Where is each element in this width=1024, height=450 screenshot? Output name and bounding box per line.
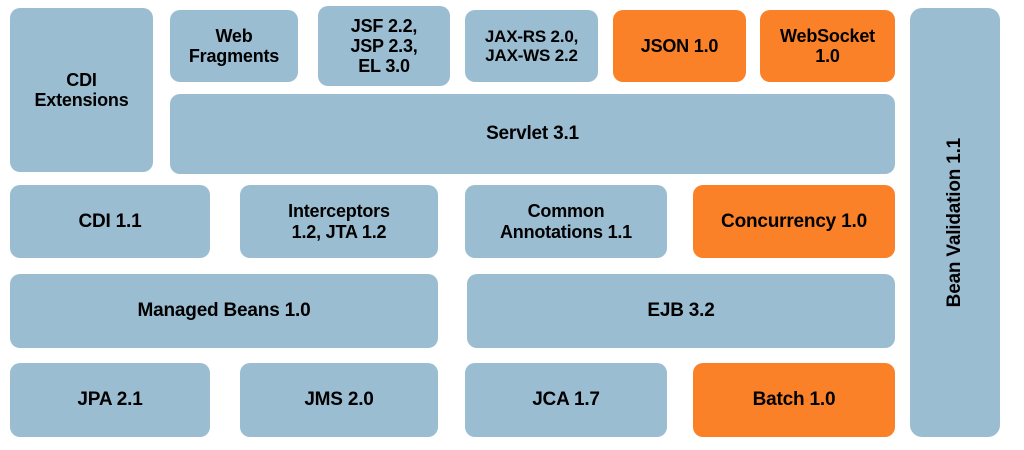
spec-box-managed-beans: Managed Beans 1.0 [10, 274, 438, 348]
spec-box-jca: JCA 1.7 [465, 363, 667, 437]
spec-box-label-common-annotations: Common Annotations 1.1 [499, 201, 632, 242]
spec-box-label-jpa: JPA 2.1 [77, 389, 143, 411]
spec-box-label-websocket: WebSocket 1.0 [780, 25, 875, 66]
spec-box-label-ejb: EJB 3.2 [647, 300, 715, 322]
spec-box-label-managed-beans: Managed Beans 1.0 [137, 300, 311, 322]
spec-box-label-servlet: Servlet 3.1 [486, 123, 579, 145]
spec-box-jsf-jsp-el: JSF 2.2, JSP 2.3, EL 3.0 [318, 6, 450, 86]
spec-box-label-bean-validation: Bean Validation 1.1 [944, 137, 966, 308]
spec-box-label-cdi: CDI 1.1 [78, 210, 142, 232]
spec-box-json: JSON 1.0 [613, 10, 746, 82]
spec-box-interceptors-jta: Interceptors 1.2, JTA 1.2 [240, 185, 438, 258]
spec-box-concurrency: Concurrency 1.0 [693, 185, 895, 258]
spec-box-label-web-fragments: Web Fragments [188, 25, 280, 66]
spec-box-label-json: JSON 1.0 [640, 35, 719, 56]
spec-box-label-jca: JCA 1.7 [532, 389, 600, 411]
spec-box-label-interceptors-jta: Interceptors 1.2, JTA 1.2 [288, 201, 390, 242]
spec-box-batch: Batch 1.0 [693, 363, 895, 437]
spec-box-label-jsf-jsp-el: JSF 2.2, JSP 2.3, EL 3.0 [350, 15, 418, 77]
spec-box-label-jaxrs-jaxws: JAX-RS 2.0, JAX-WS 2.2 [484, 26, 579, 65]
spec-box-jpa: JPA 2.1 [10, 363, 210, 437]
spec-box-label-jms: JMS 2.0 [304, 389, 374, 411]
spec-box-cdi-extensions: CDI Extensions [10, 8, 153, 172]
spec-box-label-concurrency: Concurrency 1.0 [721, 210, 867, 232]
spec-box-label-cdi-extensions: CDI Extensions [34, 69, 129, 110]
spec-box-ejb: EJB 3.2 [467, 274, 895, 348]
spec-box-web-fragments: Web Fragments [170, 10, 298, 82]
spec-box-websocket: WebSocket 1.0 [760, 10, 895, 82]
spec-box-bean-validation: Bean Validation 1.1 [910, 8, 1000, 437]
spec-box-common-annotations: Common Annotations 1.1 [465, 185, 667, 258]
spec-box-jms: JMS 2.0 [240, 363, 438, 437]
spec-box-servlet: Servlet 3.1 [170, 94, 895, 174]
spec-box-jaxrs-jaxws: JAX-RS 2.0, JAX-WS 2.2 [465, 10, 598, 82]
spec-box-cdi: CDI 1.1 [10, 185, 210, 258]
spec-box-label-batch: Batch 1.0 [752, 389, 836, 411]
